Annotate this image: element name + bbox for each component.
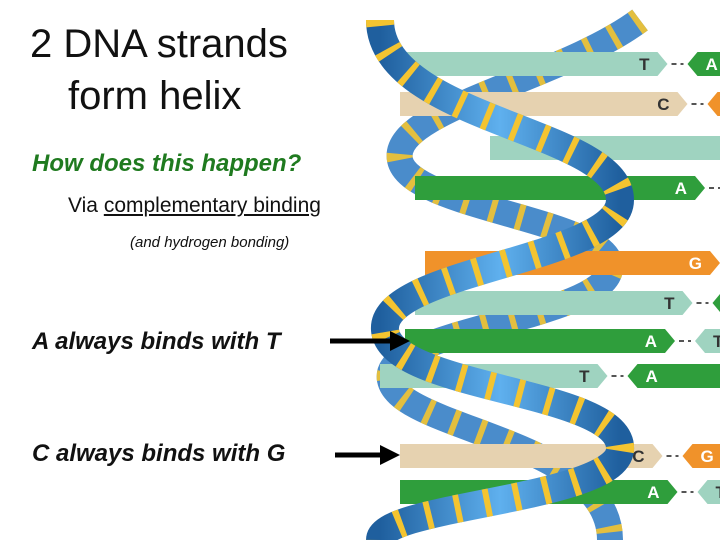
rule-c-g: C always binds with G xyxy=(32,440,286,467)
hydrogen-bonding-note: (and hydrogen bonding) xyxy=(130,234,290,251)
rule-a-t: A always binds with T xyxy=(32,328,281,355)
question-heading: How does this happen? xyxy=(32,150,302,177)
base-label-left: C xyxy=(657,95,669,114)
arrow-cg xyxy=(335,445,400,465)
base-label-left: G xyxy=(689,254,702,273)
base-t-block xyxy=(415,291,693,315)
base-t-block xyxy=(697,480,720,504)
base-label-right: G xyxy=(701,447,714,466)
base-t-block xyxy=(400,52,668,76)
base-a-block xyxy=(712,294,720,312)
base-a-block xyxy=(687,52,720,76)
base-pair: TA xyxy=(415,291,720,315)
base-g-block xyxy=(682,444,720,468)
base-label-left: A xyxy=(675,179,687,198)
base-a-block xyxy=(415,176,705,200)
base-label-left: A xyxy=(645,332,657,351)
complementary-binding-term: complementary binding xyxy=(103,194,321,217)
base-a-block xyxy=(627,364,720,388)
base-label-left: T xyxy=(579,367,590,386)
base-label-left: A xyxy=(647,483,659,502)
base-label-right: T xyxy=(713,332,720,351)
base-label-left: T xyxy=(664,294,675,313)
base-label-left: T xyxy=(639,55,650,74)
backbone-strand-front-rungs xyxy=(366,18,635,540)
base-label-right: A xyxy=(706,55,718,74)
base-pair: AT xyxy=(415,176,720,200)
base-label-right: A xyxy=(646,367,658,386)
base-label-right: T xyxy=(716,483,720,502)
arrow-at xyxy=(330,331,410,351)
base-a-block xyxy=(405,329,675,353)
base-g-block xyxy=(707,92,720,116)
via-line: Via complementary binding xyxy=(68,194,321,218)
base-t-block xyxy=(695,329,720,353)
slide-title-line2: form helix xyxy=(68,74,242,118)
via-prefix: Via xyxy=(68,194,104,217)
slide-title-line1: 2 DNA strands xyxy=(30,22,288,66)
base-label-left: C xyxy=(632,447,644,466)
